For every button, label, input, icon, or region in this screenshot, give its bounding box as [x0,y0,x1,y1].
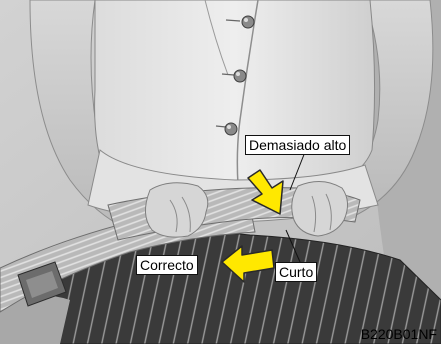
label-correct: Correcto [136,255,198,275]
label-too-high: Demasiado alto [245,135,350,155]
figure-code: B220B01NF [361,326,437,342]
label-short: Curto [275,262,317,282]
